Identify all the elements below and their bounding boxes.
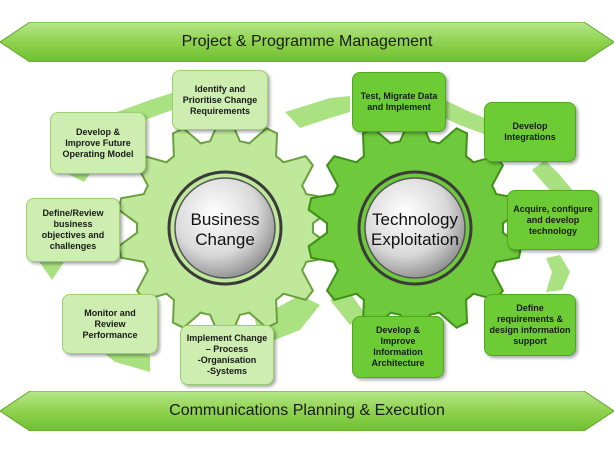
implement-change-box: Implement Change – Process -Organisation… [180,325,274,385]
information-architecture-box: Develop & Improve Information Architectu… [352,316,444,378]
technology-exploitation-label: Technology Exploitation [371,210,459,249]
gear-hub [364,177,466,279]
banner-title: Project & Programme Management [181,33,433,50]
business-change-gear [117,119,333,337]
gear-hub [174,177,276,279]
monitor-review-box: Monitor and Review Performance [62,294,158,354]
acquire-configure-box: Acquire, configure and develop technolog… [507,190,599,250]
define-review-objectives-box: Define/Review business objectives and ch… [26,198,120,262]
test-migrate-box: Test, Migrate Data and Implement [352,72,446,132]
gear-ring [167,170,283,286]
business-change-label: Business Change [190,210,260,249]
develop-integrations-box: Develop Integrations [484,102,576,162]
identify-prioritise-box: Identify and Prioritise Change Requireme… [172,70,268,130]
communications-banner: Communications Planning & Execution [0,391,614,431]
project-programme-banner: Project & Programme Management [0,22,614,62]
banner-title: Communications Planning & Execution [169,402,445,419]
technology-exploitation-gear [307,119,523,337]
define-requirements-box: Define requirements & design information… [484,294,576,356]
gear-ring [357,170,473,286]
develop-operating-model-box: Develop & Improve Future Operating Model [50,112,146,174]
